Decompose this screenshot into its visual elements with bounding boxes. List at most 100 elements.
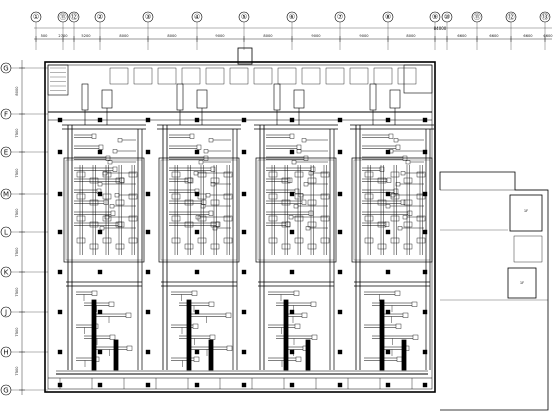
diffuser [76,215,86,222]
air-terminal [226,345,233,351]
diffuser [171,193,181,200]
air-terminal [203,149,209,154]
structural-column [57,117,63,123]
zone-box-inner [160,159,238,261]
structural-column [337,309,343,315]
diffuser [128,215,138,222]
air-terminal [294,323,301,329]
air-terminal [112,149,118,154]
diffuser [320,171,330,178]
air-terminal [402,155,408,161]
air-terminal [193,356,200,362]
air-terminal [394,290,401,296]
structural-column [194,149,200,155]
diffuser [223,171,233,178]
row-axis-label: E [4,149,8,157]
room [253,67,273,85]
diffuser [197,193,207,200]
dimension-text: 8000 [406,34,416,38]
equipment-stub [273,83,281,111]
structural-column [97,269,103,275]
air-terminal [201,199,207,205]
structural-column [145,229,151,235]
dimension-text: 7500 [15,287,19,297]
diffuser [294,237,304,244]
dimension-text: 500 [41,34,49,38]
air-terminal [91,133,97,139]
structural-column [422,117,428,123]
diffuser [268,171,278,178]
row-axis-label: H [3,349,8,357]
diffuser [89,221,99,228]
dimension-text: 5200 [81,34,91,38]
air-terminal [301,312,308,318]
structural-column [145,309,151,315]
structural-column [422,349,428,355]
diffuser [320,215,330,222]
structural-column [385,349,391,355]
row-axis-label: J [4,309,7,317]
riser-duct [305,339,311,371]
diffuser [128,193,138,200]
structural-column [241,269,247,275]
diffuser [364,193,374,200]
diffuser [115,199,125,206]
diffuser [403,243,413,250]
diffuser [281,177,291,184]
dimension-text: 7500 [15,208,19,218]
air-terminal [196,144,202,150]
air-terminal [388,149,394,154]
room-label: 1F [524,209,528,213]
air-terminal [208,301,215,307]
structural-column [385,269,391,275]
diffuser [294,171,304,178]
diffuser [307,199,317,206]
air-terminal [212,226,218,231]
diffuser [197,171,207,178]
air-terminal [294,188,300,194]
structural-column [337,191,343,197]
riser-duct [401,339,407,371]
diffuser [128,171,138,178]
air-terminal [189,133,195,139]
diffuser [281,221,291,228]
air-terminal [110,210,116,216]
structural-column [385,382,391,388]
room [301,67,321,85]
air-terminal [303,182,309,187]
diffuser [115,177,125,184]
structural-column [385,191,391,197]
air-terminal [386,177,392,183]
air-terminal [411,301,418,307]
equipment-stub [293,89,305,109]
structural-column [422,382,428,388]
air-terminal [191,290,198,296]
air-terminal [395,144,401,150]
diffuser [268,215,278,222]
diffuser [115,243,125,250]
room [277,67,297,85]
duct-network [56,83,434,375]
air-terminal [209,334,216,340]
diffuser [171,215,181,222]
diffuser [76,237,86,244]
air-terminal [104,215,110,220]
equipment-stub [176,83,184,111]
air-terminal [385,204,391,209]
column-axis-label: ④ [194,13,200,21]
air-terminal [379,166,385,172]
diffuser [390,193,400,200]
diffuser [210,221,220,228]
stair-room [47,64,69,96]
air-terminal [407,210,413,216]
structural-column [337,117,343,123]
dimension-text: 8000 [119,34,129,38]
air-terminal [402,215,408,220]
structural-column [289,191,295,197]
air-terminal [97,182,103,187]
diffuser [223,215,233,222]
air-terminal [225,312,232,318]
